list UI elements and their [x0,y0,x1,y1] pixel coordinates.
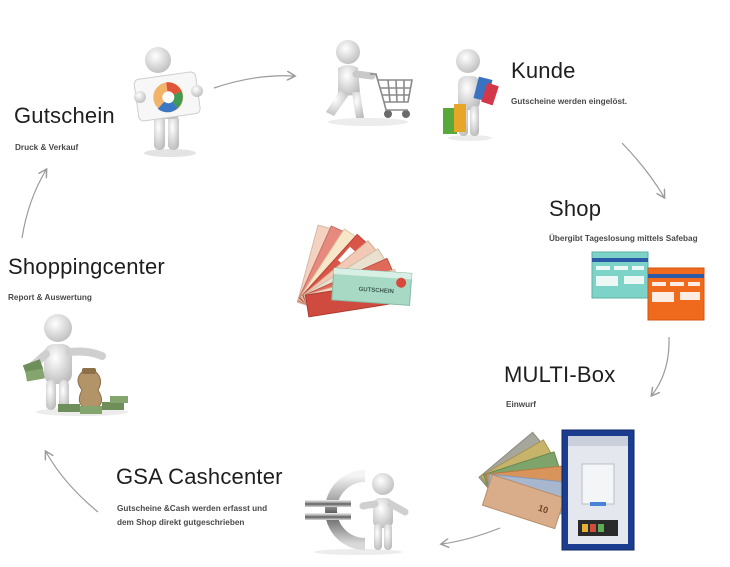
cashcenter-subtitle-line1: Gutscheine &Cash werden erfasst und [117,504,268,513]
cashcenter-subtitle-line2: dem Shop direkt gutgeschrieben [117,518,245,527]
multibox-title: MULTI-Box [504,362,616,387]
shoppingcenter-title: Shoppingcenter [8,254,165,279]
customer-with-bags-illustration [443,49,499,141]
gutschein-title: Gutschein [14,103,115,128]
kunde-title: Kunde [511,58,576,83]
money-stack [22,359,45,382]
arrow-shoppingcenter-to-gutschein [21,170,46,239]
kunde-subtitle: Gutscheine werden eingelöst. [511,97,628,106]
person-with-shopping-cart-illustration [326,40,413,126]
shop-subtitle: Übergibt Tageslosung mittels Safebag [549,234,698,243]
safebag-orange [647,267,705,321]
svg-text:10: 10 [537,503,550,516]
arrow-cashcenter-to-shoppingcenter [46,452,99,513]
gutschein-subtitle: Druck & Verkauf [15,143,79,152]
cashcenter-title: GSA Cashcenter [116,464,283,489]
arrow-multibox-to-cashcenter [442,527,501,544]
euro-with-person-illustration [305,470,409,555]
safebag-teal [591,251,649,299]
money-bag [77,368,103,411]
safebags-illustration [591,251,705,321]
arrow-gutschein-to-kunde [213,76,294,89]
shoppingcenter-subtitle: Report & Auswertung [8,293,92,302]
person-with-money-illustration [22,314,128,416]
arrow-kunde-to-shop [621,142,664,197]
voucher-label: GUTSCHEIN [358,287,394,295]
multibox-atm-with-banknotes-illustration: 200 100 50 20 10 [478,429,635,551]
person-with-voucher-illustration [133,47,203,157]
shop-title: Shop [549,196,602,221]
banknotes-pile [58,396,128,414]
arrow-shop-to-multibox [652,336,670,395]
voucher-fan-illustration: GUTSCHEIN [296,224,413,318]
atm-machine [561,429,635,551]
multibox-subtitle: Einwurf [506,400,537,409]
